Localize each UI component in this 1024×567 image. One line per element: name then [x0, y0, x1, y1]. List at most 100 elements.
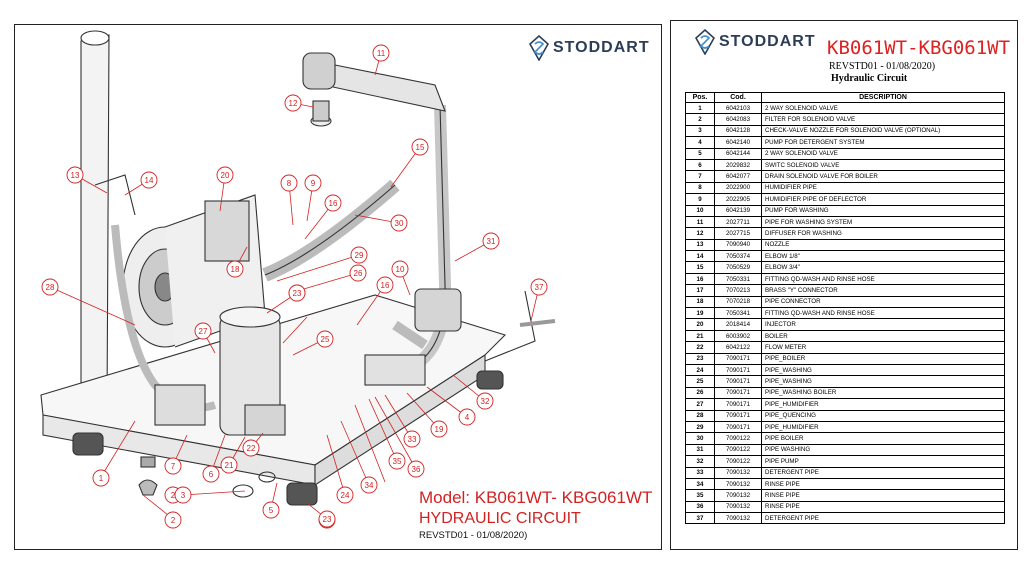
stoddart-logo-icon [695, 29, 715, 55]
cell-cod: 7090122 [714, 432, 762, 445]
callout-label: 36 [412, 465, 421, 474]
cell-desc: PIPE PUMP [761, 455, 1005, 468]
callout-circle [430, 420, 448, 438]
cell-pos: 3 [685, 124, 715, 138]
callout-circle [318, 510, 336, 528]
cell-cod: 7090132 [714, 489, 762, 502]
cell-pos: 33 [685, 466, 715, 479]
cell-pos: 16 [685, 272, 715, 286]
callout-label: 34 [365, 481, 374, 490]
cell-cod: 6042140 [714, 136, 762, 149]
cell-pos: 7 [685, 170, 715, 183]
callout-label: 23 [293, 289, 302, 298]
callout-label: 24 [341, 491, 350, 500]
cell-cod: 7090122 [714, 443, 762, 457]
cell-cod: 6042083 [714, 113, 762, 126]
cell-pos: 5 [685, 147, 715, 160]
callout-circle [350, 246, 368, 264]
cell-desc: INJECTOR [761, 318, 1005, 331]
cell-desc: ELBOW 3/4" [761, 261, 1005, 274]
cell-cod: 7090171 [714, 375, 762, 388]
revision-text: REVSTD01 - 01/08/2020) [829, 61, 936, 72]
callout-label: 10 [396, 265, 405, 274]
cell-desc: PIPE_WASHING BOILER [761, 386, 1005, 400]
brand-name: STODDART [719, 33, 816, 50]
cell-desc: SWITC SOLENOID VALVE [761, 158, 1005, 172]
cell-desc: CHECK-VALVE NOZZLE FOR SOLENOID VALVE (O… [761, 124, 1005, 138]
cell-cod: 6042077 [714, 170, 762, 183]
callout-label: 6 [209, 470, 214, 479]
cell-desc: DRAIN SOLENOID VALVE FOR BOILER [761, 170, 1005, 183]
callout-circle [376, 276, 394, 294]
callout-circle [360, 476, 378, 494]
brand-logo: STODDART [529, 35, 650, 61]
callout-circle [391, 260, 409, 278]
cell-desc: PIPE CONNECTOR [761, 295, 1005, 309]
callout-label: 23 [323, 515, 332, 524]
callout-label: 16 [329, 199, 338, 208]
callout-label: 16 [381, 281, 390, 290]
cell-pos: 6 [685, 158, 715, 172]
callout-label: 13 [71, 171, 80, 180]
callout-circle [372, 44, 390, 62]
callout-label: 19 [435, 425, 444, 434]
cell-cod: 2022905 [714, 193, 762, 206]
cell-cod: 7090132 [714, 512, 762, 525]
cell-pos: 8 [685, 181, 715, 195]
callout-circle [349, 264, 367, 282]
cell-cod: 2029832 [714, 158, 762, 172]
cell-pos: 31 [685, 443, 715, 457]
cell-desc: FITTING QD-WASH AND RINSE HOSE [761, 307, 1005, 320]
callout-label: 20 [221, 171, 230, 180]
cell-desc: PIPE BOILER [761, 432, 1005, 445]
callout-circle [530, 278, 548, 296]
cell-cod: 7070213 [714, 284, 762, 297]
cell-cod: 7050331 [714, 272, 762, 286]
callout-label: 32 [481, 397, 490, 406]
cell-desc: RINSE PIPE [761, 477, 1005, 491]
col-cod: Cod. [714, 92, 762, 103]
callout-circle [202, 465, 220, 483]
diagram-panel: STODDART [14, 24, 662, 550]
brand-name: STODDART [553, 39, 650, 56]
cell-pos: 20 [685, 318, 715, 331]
callout-label: 21 [225, 461, 234, 470]
cell-pos: 35 [685, 489, 715, 502]
cell-desc: 2 WAY SOLENOID VALVE [761, 147, 1005, 160]
callout-circle [403, 430, 421, 448]
cell-desc: RINSE PIPE [761, 500, 1005, 514]
cell-pos: 15 [685, 261, 715, 274]
cell-cod: 7090171 [714, 352, 762, 366]
cell-pos: 32 [685, 455, 715, 468]
cell-pos: 1 [685, 101, 715, 115]
callout-circle [66, 166, 84, 184]
table-header-row: Pos. Cod. DESCRIPTION [685, 92, 1005, 103]
brand-logo-right: STODDART [695, 29, 816, 55]
cell-desc: PIPE_HUMIDIFIER [761, 420, 1005, 434]
cell-desc: DETERGENT PIPE [761, 466, 1005, 479]
callout-label: 11 [377, 49, 386, 58]
callout-circle [411, 138, 429, 156]
col-description: DESCRIPTION [761, 92, 1005, 103]
callout-circle [388, 452, 406, 470]
cell-pos: 10 [685, 204, 715, 217]
callout-label: 28 [46, 283, 55, 292]
callout-label: 18 [231, 265, 240, 274]
callout-label: 5 [269, 506, 274, 515]
cell-cod: 7050374 [714, 250, 762, 263]
